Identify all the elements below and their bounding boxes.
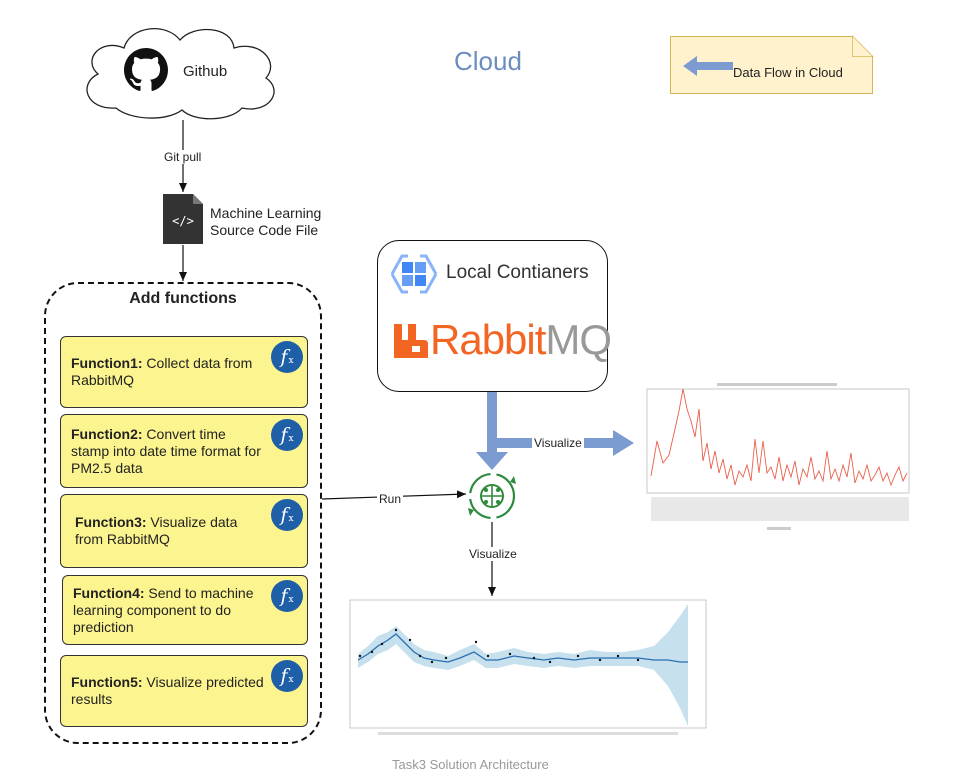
git-pull-label: Git pull <box>162 150 204 164</box>
source-file-line1: Machine Learning <box>210 205 322 221</box>
function5-text: Function5: Visualize predicted results <box>71 674 265 708</box>
add-functions-title: Add functions <box>129 290 237 307</box>
visualize-down-label: Visualize <box>467 547 519 561</box>
function4-text: Function4: Send to machine learning comp… <box>73 585 265 636</box>
prediction-chart-image <box>349 599 707 735</box>
pm25-chart-thumbnail <box>637 381 922 539</box>
rabbitmq-logo-icon <box>394 324 428 358</box>
function2-name: Function2: <box>71 425 143 442</box>
function2-box: Function2: Convert time stamp into date … <box>60 414 308 488</box>
legend-label: Data Flow in Cloud <box>733 65 843 80</box>
svg-text:</>: </> <box>172 214 194 228</box>
function3-box: Function3: Visualize data from RabbitMQ … <box>60 494 308 568</box>
legend-arrow-icon <box>683 56 733 76</box>
function5-desc: Visualize predicted results <box>71 674 264 707</box>
legend-note: Data Flow in Cloud <box>670 35 874 94</box>
function3-desc: Visualize data from RabbitMQ <box>75 514 238 547</box>
source-code-file-label: Machine Learning Source Code File <box>210 205 321 239</box>
function5-name: Function5: <box>71 674 143 690</box>
diagram-caption: Task3 Solution Architecture <box>392 757 549 772</box>
pm25-chart-image <box>646 383 910 530</box>
containers-icon <box>390 254 438 294</box>
machine-learning-icon <box>468 472 516 520</box>
function5-box: Function5: Visualize predicted results f… <box>60 655 308 727</box>
github-cloud-shape <box>86 28 275 120</box>
note-fold <box>852 35 874 57</box>
rabbit-text: Rabbit <box>430 316 546 363</box>
function3-name: Function3: <box>75 514 147 530</box>
function2-desc: Convert time stamp into date time format… <box>71 425 261 476</box>
visualize-right-label: Visualize <box>532 436 584 450</box>
add-functions-container <box>44 282 322 744</box>
mq-text: MQ <box>545 316 612 363</box>
function4-box: Function4: Send to machine learning comp… <box>62 575 308 645</box>
cloud-title: Cloud <box>454 46 522 76</box>
rabbit-to-ml-flow-arrow <box>476 366 508 470</box>
github-icon <box>124 48 168 91</box>
source-file-line2: Source Code File <box>210 222 319 238</box>
prediction-chart-thumbnail <box>338 596 710 742</box>
function2-text: Function2: Convert time stamp into date … <box>71 426 265 477</box>
function1-name: Function1: <box>71 355 143 371</box>
rabbitmq-wordmark: RabbitMQ <box>430 316 612 364</box>
function1-text: Function1: Collect data from RabbitMQ <box>71 355 265 389</box>
function4-desc: Send to machine learning component to do… <box>73 584 254 635</box>
function3-text: Function3: Visualize data from RabbitMQ <box>75 514 265 548</box>
github-label: Github <box>183 63 228 80</box>
source-code-file-icon: </> <box>163 194 203 244</box>
function1-desc: Collect data from RabbitMQ <box>71 355 253 388</box>
function4-name: Function4: <box>73 584 145 601</box>
run-label: Run <box>377 492 404 506</box>
local-containers-label: Local Contianers <box>446 262 589 283</box>
